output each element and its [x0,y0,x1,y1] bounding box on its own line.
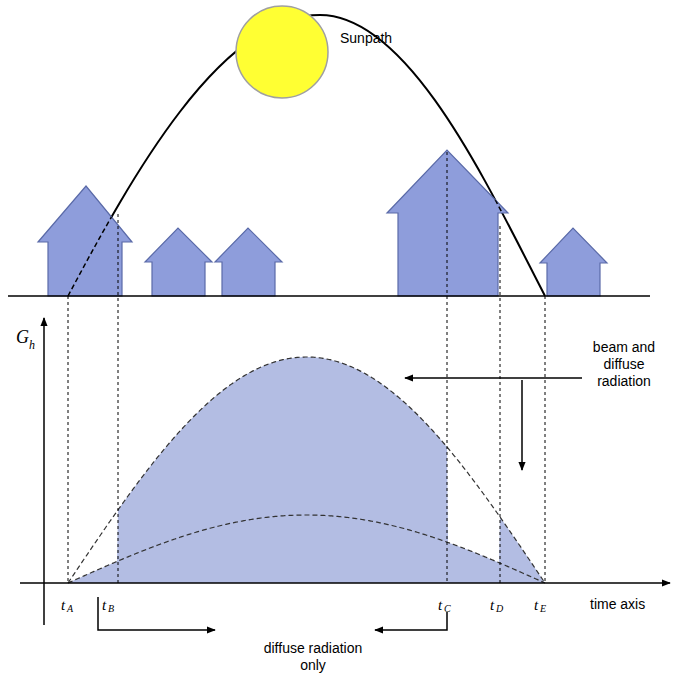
time-label: t [490,596,494,614]
sunpath-label: Sunpath [340,30,392,47]
time-label: t [438,596,442,614]
axis-label: G [16,326,29,348]
houses [38,150,607,296]
axis-subscript: h [29,338,35,352]
time-subscript: A [67,603,73,615]
house [145,228,212,296]
annotation: diffuse radiation only [252,640,374,674]
radiation-fill [68,357,545,583]
bracket-arrow [375,612,447,630]
time-subscript: E [540,603,546,615]
time-subscript: D [496,603,503,615]
diffuse-radiation-curve [68,515,545,583]
sun [236,6,328,98]
time-label: t [102,596,106,614]
time-subscript: B [108,603,114,615]
y-axis [43,318,45,625]
x-axis [20,582,670,584]
annotation: beam and diffuse radiation [586,339,662,390]
axis-title: time axis [590,596,645,613]
time-marker [118,214,119,583]
total-radiation-curve [68,357,545,583]
time-marker [68,296,69,583]
pointer-arrow [405,377,582,379]
house [540,228,607,296]
time-marker [545,296,546,583]
radiation-area [68,357,545,583]
time-marker [500,226,501,583]
bracket-arrow [98,597,215,630]
time-subscript: C [444,603,451,615]
time-label: t [534,596,538,614]
time-marker [447,152,448,583]
sun-path-hidden [68,15,545,296]
ground-line [8,295,650,297]
house [215,228,282,296]
time-label: t [61,596,65,614]
time-markers [68,152,545,583]
reduction-arrow [521,380,523,470]
